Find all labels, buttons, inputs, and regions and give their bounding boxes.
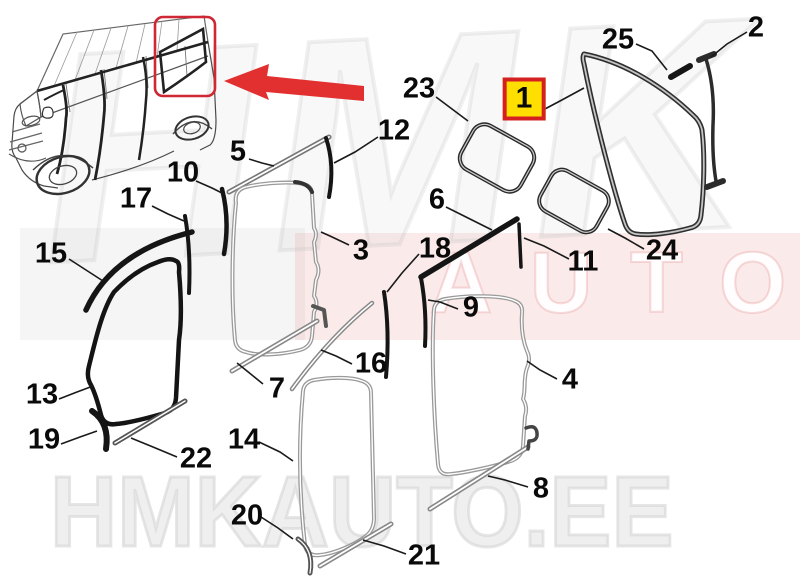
leader-5 bbox=[248, 158, 275, 167]
leader-14 bbox=[258, 441, 294, 462]
part-label-20[interactable]: 20 bbox=[230, 499, 264, 532]
part-2-pillar-strip bbox=[696, 51, 726, 190]
part-19-corner-seal bbox=[89, 408, 110, 452]
part-21-sill-strip bbox=[317, 521, 394, 569]
part-label-15[interactable]: 15 bbox=[34, 237, 68, 270]
leader-lines bbox=[58, 31, 748, 555]
leader-11 bbox=[523, 237, 570, 260]
part-label-14[interactable]: 14 bbox=[227, 423, 261, 456]
grille-logo bbox=[17, 143, 27, 153]
part-label-5[interactable]: 5 bbox=[229, 135, 247, 168]
part-label-12[interactable]: 12 bbox=[377, 114, 411, 147]
part-label-10[interactable]: 10 bbox=[166, 156, 200, 189]
leader-10 bbox=[195, 180, 225, 195]
part-label-18[interactable]: 18 bbox=[418, 232, 452, 265]
leader-18 bbox=[386, 253, 420, 293]
leader-23 bbox=[435, 96, 469, 122]
leader-21 bbox=[362, 539, 407, 555]
part-label-17[interactable]: 17 bbox=[119, 182, 153, 215]
part-label-22[interactable]: 22 bbox=[179, 442, 213, 475]
part-7-sill-strip bbox=[229, 318, 320, 374]
part-8-sill-strip bbox=[427, 425, 539, 512]
part-label-24[interactable]: 24 bbox=[645, 234, 679, 267]
leader-25 bbox=[635, 43, 668, 71]
highlight-arrow-icon bbox=[224, 64, 364, 101]
part-1-window-seal bbox=[580, 51, 707, 238]
side-mirror bbox=[41, 106, 54, 119]
leader-19 bbox=[60, 430, 98, 445]
part-15-roof-arc-seal bbox=[83, 229, 195, 313]
van-seal-highlights bbox=[36, 26, 209, 181]
part-22-sill-strip bbox=[112, 398, 188, 446]
part-12-pillar-strip bbox=[324, 136, 334, 199]
part-label-6[interactable]: 6 bbox=[428, 183, 446, 216]
leader-3 bbox=[320, 231, 350, 246]
part-label-23[interactable]: 23 bbox=[402, 72, 436, 105]
part-label-13[interactable]: 13 bbox=[25, 378, 59, 411]
part-label-21[interactable]: 21 bbox=[407, 539, 441, 572]
leader-17 bbox=[151, 205, 185, 222]
leader-4 bbox=[526, 360, 558, 380]
leader-6 bbox=[445, 206, 493, 231]
leader-22 bbox=[130, 437, 178, 458]
part-label-11[interactable]: 11 bbox=[567, 245, 599, 278]
part-label-25[interactable]: 25 bbox=[601, 23, 635, 56]
leader-7 bbox=[236, 362, 264, 385]
leader-1 bbox=[542, 87, 585, 111]
part-14-door-seal bbox=[297, 375, 376, 558]
leader-15 bbox=[68, 258, 104, 282]
part-label-7[interactable]: 7 bbox=[268, 372, 286, 405]
leader-24 bbox=[607, 228, 645, 250]
part-20-corner-seal bbox=[295, 536, 314, 576]
part-4-door-seal bbox=[430, 294, 531, 477]
leader-12 bbox=[333, 136, 379, 164]
part-18-pillar-strip bbox=[382, 290, 390, 379]
part-label-16[interactable]: 16 bbox=[354, 347, 388, 380]
leader-8 bbox=[487, 475, 529, 488]
part-label-9[interactable]: 9 bbox=[462, 291, 480, 324]
part-23-glass-seal bbox=[457, 122, 537, 194]
part-3-door-seal bbox=[230, 180, 328, 357]
part-label-1-highlighted[interactable]: 1 bbox=[502, 77, 546, 121]
leader-13 bbox=[58, 385, 94, 400]
part-6-rail-strip bbox=[418, 216, 520, 280]
part-label-3[interactable]: 3 bbox=[352, 234, 370, 267]
part-16-curved-strip bbox=[289, 300, 375, 392]
front-wheel bbox=[35, 154, 91, 196]
leader-9 bbox=[427, 299, 459, 310]
part-label-19[interactable]: 19 bbox=[27, 423, 61, 456]
part-11-pillar-strip bbox=[517, 222, 523, 269]
headlight bbox=[21, 115, 41, 127]
leader-2 bbox=[710, 31, 748, 58]
van-rear-window-highlight bbox=[153, 15, 217, 98]
part-label-2[interactable]: 2 bbox=[747, 11, 765, 44]
part-label-8[interactable]: 8 bbox=[532, 472, 550, 505]
part-9-pillar-strip bbox=[419, 276, 428, 348]
part-25-clip bbox=[668, 63, 693, 80]
part-5-rail-strip bbox=[226, 134, 332, 195]
part-17-pillar-strip bbox=[183, 214, 192, 295]
leader-16 bbox=[320, 349, 353, 365]
part-label-4[interactable]: 4 bbox=[561, 363, 579, 396]
roof-ribs bbox=[53, 18, 180, 87]
rear-wheel bbox=[174, 115, 210, 141]
part-24-glass-seal bbox=[537, 167, 611, 235]
part-10-pillar-strip bbox=[219, 186, 229, 257]
leader-20 bbox=[260, 516, 294, 540]
